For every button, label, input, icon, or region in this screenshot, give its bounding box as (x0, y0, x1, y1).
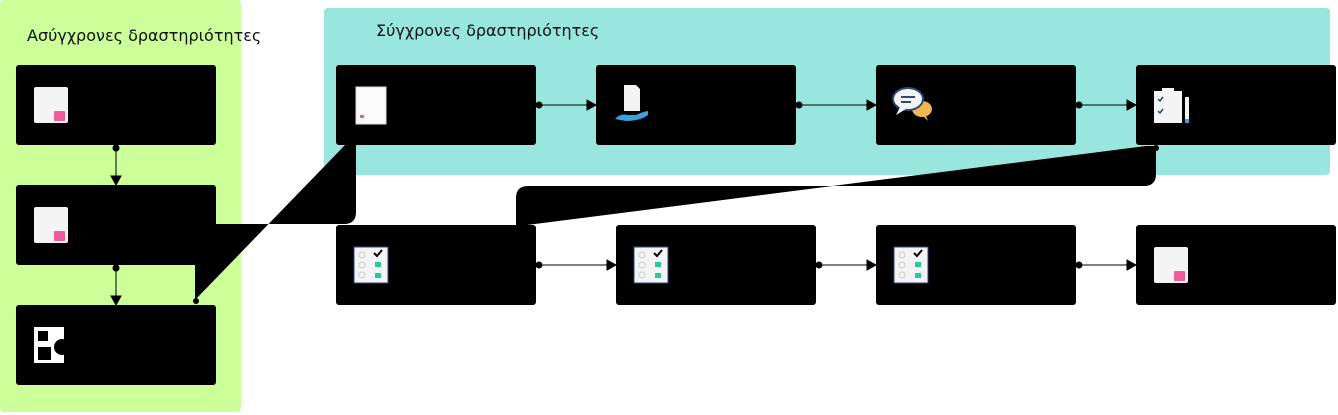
connector-band-async-to-sync (195, 143, 356, 300)
checklist-icon (893, 246, 929, 284)
shapes-icon (34, 327, 70, 363)
document-icon (34, 207, 68, 243)
sync-region-title: Σύγχρονες δραστηριότητες (376, 21, 600, 40)
activity-node-b1[interactable] (336, 225, 536, 305)
async-region-title: Ασύγχρονες δραστηριότητες (27, 26, 262, 45)
connector-dot-sync (1153, 145, 1159, 151)
page-icon (355, 86, 387, 125)
activity-node-s1[interactable] (336, 65, 536, 145)
clipboard-icon (1154, 88, 1189, 123)
connector-dot-async (193, 298, 199, 304)
chat-bubbles-icon (892, 87, 932, 121)
document-icon (34, 87, 68, 123)
checklist-icon (353, 246, 389, 284)
row2-flow-lines (535, 259, 1138, 271)
checklist-icon (633, 246, 669, 284)
document-icon (1154, 247, 1188, 283)
connector-band-sync-to-row2 (516, 146, 1156, 225)
activity-node-b3[interactable] (876, 225, 1076, 305)
hand-document-icon (615, 85, 648, 121)
activity-node-s2[interactable] (596, 65, 796, 145)
sync-flow-lines (535, 99, 1138, 111)
activity-node-a2[interactable] (16, 185, 216, 265)
activity-node-a1[interactable] (16, 65, 216, 145)
activity-node-b2[interactable] (616, 225, 816, 305)
activity-node-s3[interactable] (876, 65, 1076, 145)
activity-node-a3[interactable] (16, 305, 216, 385)
async-flow-lines (110, 144, 122, 307)
activity-node-b4[interactable] (1136, 225, 1336, 305)
activity-node-s4[interactable] (1136, 65, 1336, 145)
